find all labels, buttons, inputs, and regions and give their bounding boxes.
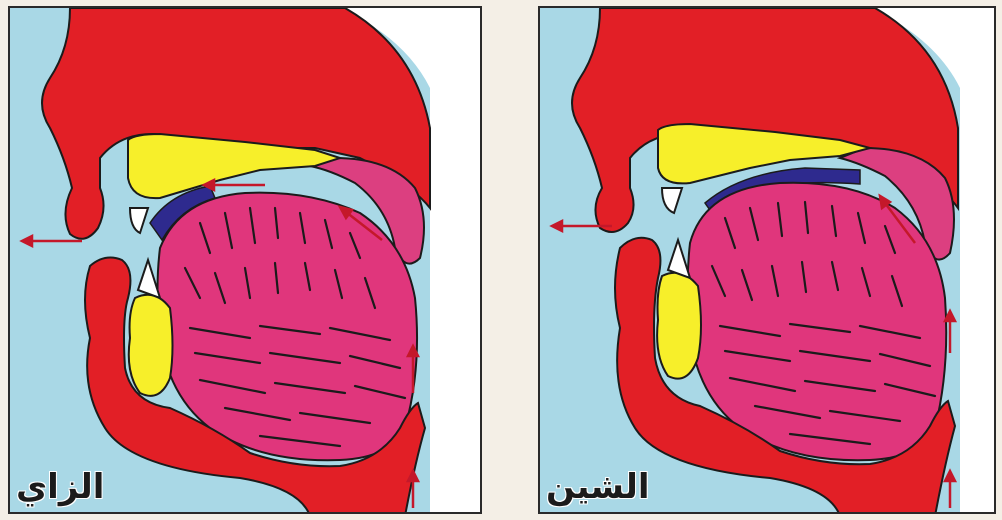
sheen-articulation-diagram xyxy=(540,8,996,514)
upper-tooth-icon xyxy=(130,208,148,233)
panel-label: الشين xyxy=(546,470,650,504)
diagram-panel-zay: الزاي xyxy=(8,6,482,514)
diagram-panel-sheen: الشين xyxy=(538,6,996,514)
panel-label: الزاي xyxy=(16,470,104,504)
zay-articulation-diagram xyxy=(10,8,482,514)
lower-jaw-bone xyxy=(129,295,173,396)
lower-jaw-bone xyxy=(657,273,701,379)
upper-tooth-icon xyxy=(662,188,682,213)
